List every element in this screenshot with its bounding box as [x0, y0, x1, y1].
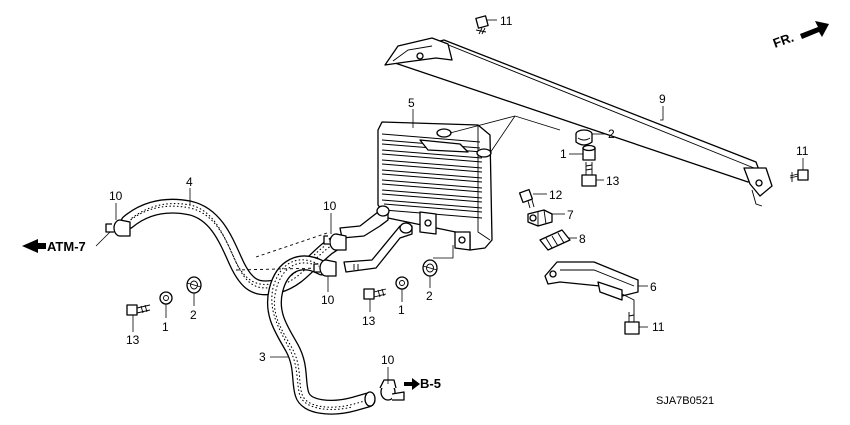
bolt-13-left [126, 304, 151, 316]
bolt-12 [518, 188, 535, 209]
callout-3: 3 [259, 350, 266, 364]
collar-1-upper [582, 144, 596, 161]
bolt-11-lower [624, 312, 640, 335]
callout-2-left: 2 [190, 308, 197, 322]
callout-2-middle: 2 [426, 289, 433, 303]
diagram-code: SJA7B0521 [656, 395, 714, 407]
callout-1-upper: 1 [560, 147, 567, 161]
callout-5: 5 [408, 96, 415, 110]
hose-clip-7 [527, 209, 553, 227]
reference-b5-arrow [404, 378, 420, 390]
oil-cooler-mounting-bar [384, 37, 773, 207]
callout-11-right: 11 [796, 144, 809, 158]
callout-11-top: 11 [500, 14, 513, 28]
callout-13-upper: 13 [606, 174, 620, 188]
front-direction-arrow-icon [800, 21, 829, 39]
bolt-11-top [475, 15, 489, 35]
front-direction-indicator: FR. [771, 21, 829, 51]
collar-1-left [159, 291, 173, 305]
bolt-13-middle [363, 288, 387, 300]
callout-1-middle: 1 [398, 303, 405, 317]
oil-cooler-pipes [339, 205, 413, 273]
callout-4: 4 [186, 175, 193, 189]
callout-6: 6 [650, 280, 657, 294]
oil-cooler-hose-3 [266, 255, 376, 415]
callout-10-upper-middle: 10 [323, 199, 337, 213]
reference-atm7-label: ATM-7 [47, 239, 86, 254]
callout-1-left: 1 [162, 320, 169, 334]
callout-9: 9 [659, 92, 666, 106]
mounting-bracket-6 [544, 261, 639, 312]
grommet-2-upper [575, 129, 593, 146]
callout-2-upper: 2 [608, 127, 615, 141]
bolt-13-upper [581, 162, 597, 187]
left-arrow-icon [22, 239, 46, 253]
hose-clamp-10-bottom [379, 379, 405, 401]
hose-clamp-10-upper-middle [323, 233, 347, 251]
right-arrow-icon [404, 378, 420, 390]
grommet-2-left [186, 276, 202, 294]
callout-11-lower: 11 [652, 320, 665, 334]
reference-atm7-arrow [22, 231, 111, 253]
reference-b5-label: B-5 [420, 376, 441, 391]
front-direction-label: FR. [771, 30, 796, 51]
callout-12: 12 [549, 188, 563, 202]
oil-cooler-core [377, 121, 493, 251]
bolt-11-right [789, 169, 809, 182]
callout-7: 7 [567, 208, 574, 222]
callout-13-middle: 13 [362, 314, 376, 328]
callout-8: 8 [579, 232, 586, 246]
callout-13-left: 13 [126, 333, 140, 347]
collar-1-middle [395, 276, 409, 290]
grommet-2-middle [422, 259, 438, 277]
hose-clamp-10-left [105, 219, 131, 237]
callout-10-left: 10 [109, 189, 123, 203]
hose-sleeve-8 [539, 229, 571, 251]
callout-10-bottom: 10 [381, 353, 395, 367]
hose-clamp-10-lower-middle [313, 259, 337, 277]
oil-cooler-hose-4 [120, 198, 342, 296]
callout-10-lower-middle: 10 [321, 293, 335, 307]
